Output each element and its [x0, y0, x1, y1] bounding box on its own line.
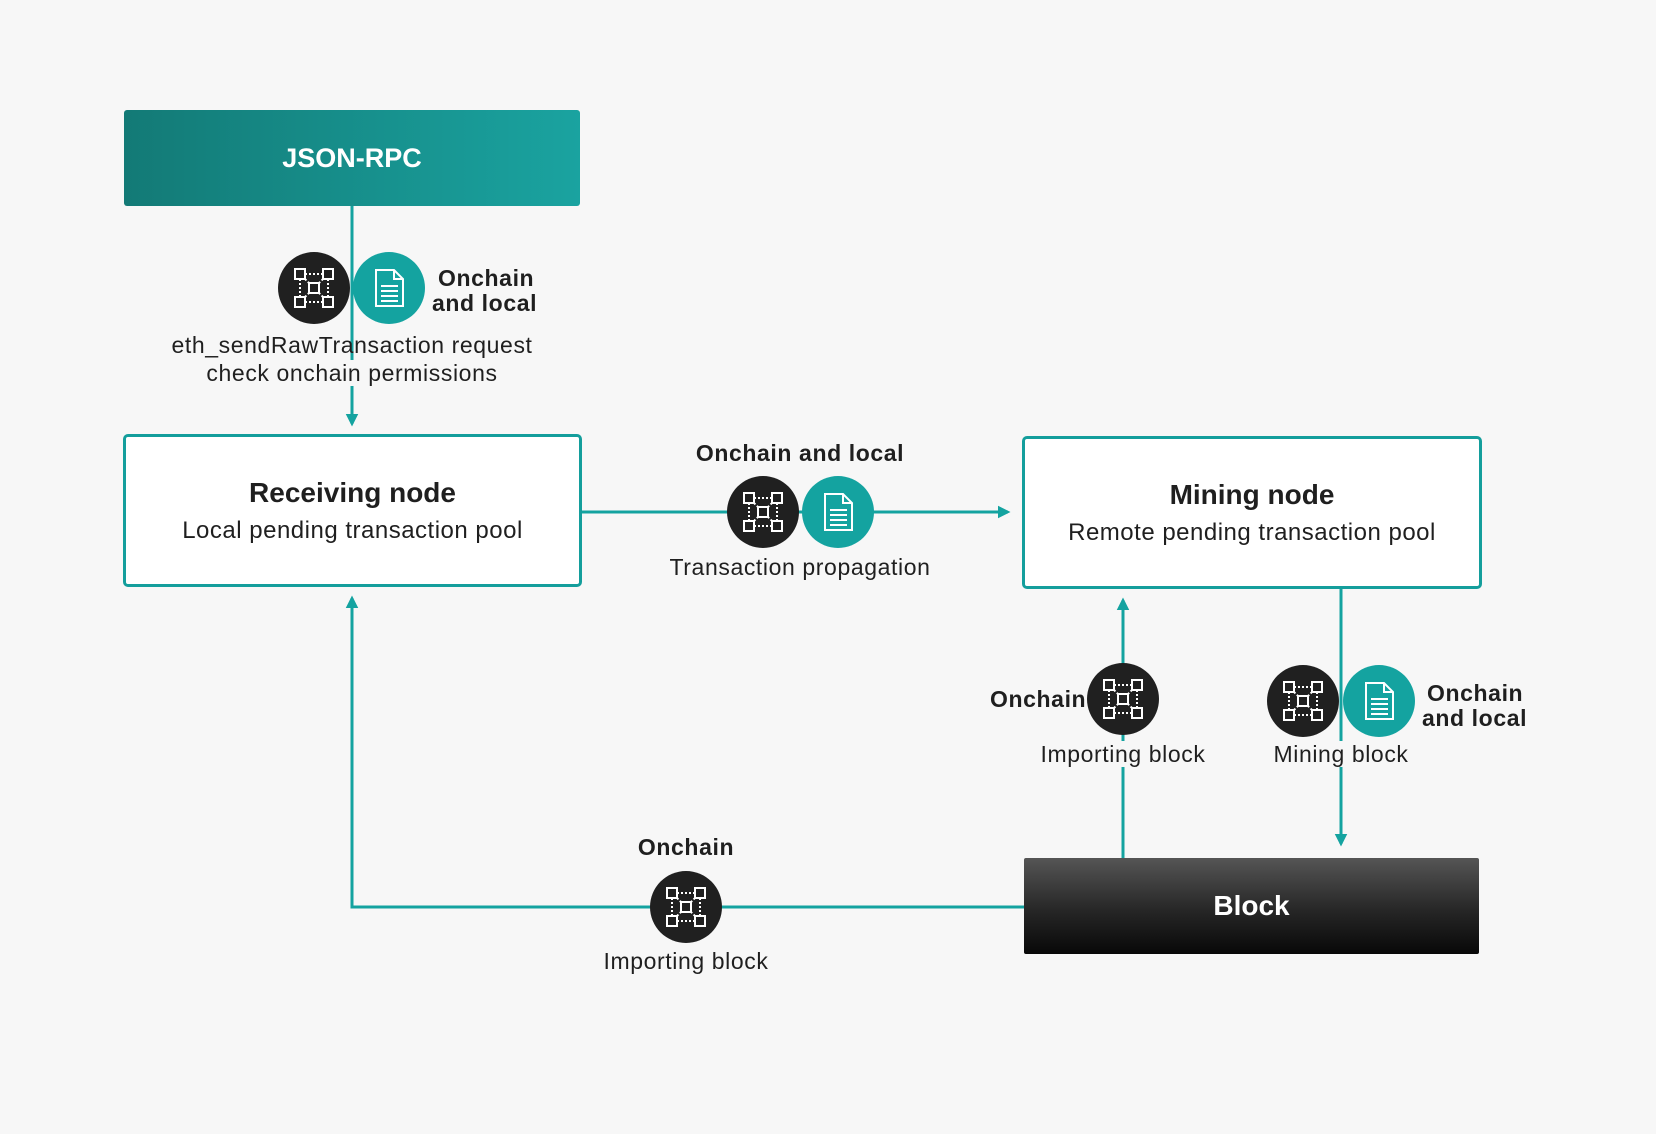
rpc-scope-label: Onchain and local	[432, 265, 538, 316]
document-icon	[353, 252, 425, 324]
network-nodes-icon	[1267, 665, 1339, 737]
mining-node-box: Mining node Remote pending transaction p…	[1022, 436, 1482, 589]
mining-scope-label: Onchain and local	[1422, 680, 1528, 731]
receiving-node-title: Receiving node	[249, 476, 456, 508]
document-icon	[1343, 665, 1415, 737]
json-rpc-label: JSON-RPC	[282, 142, 422, 173]
import-receiving-caption: Importing block	[603, 948, 769, 974]
propagation-caption: Transaction propagation	[669, 554, 931, 580]
document-icon	[802, 476, 874, 548]
receiving-node-box: Receiving node Local pending transaction…	[123, 434, 582, 587]
mining-node-subtitle: Remote pending transaction pool	[1068, 518, 1436, 546]
mining-node-title: Mining node	[1169, 478, 1335, 510]
import-mining-caption: Importing block	[1036, 741, 1210, 767]
import-mining-scope-label: Onchain	[990, 686, 1087, 712]
propagation-scope-label: Onchain and local	[695, 440, 905, 466]
network-nodes-icon	[1087, 663, 1159, 735]
rpc-caption: eth_sendRawTransaction request check onc…	[171, 332, 533, 386]
block-box: Block	[1024, 858, 1479, 954]
import-receiving-scope-label: Onchain	[637, 834, 735, 860]
receiving-node-subtitle: Local pending transaction pool	[182, 516, 523, 544]
mining-caption: Mining block	[1269, 741, 1413, 767]
network-nodes-icon	[278, 252, 350, 324]
import-to-receiving-arrow	[345, 595, 1024, 909]
json-rpc-box: JSON-RPC	[124, 110, 580, 206]
network-nodes-icon	[727, 476, 799, 548]
block-label: Block	[1213, 890, 1290, 921]
network-nodes-icon	[650, 871, 722, 943]
